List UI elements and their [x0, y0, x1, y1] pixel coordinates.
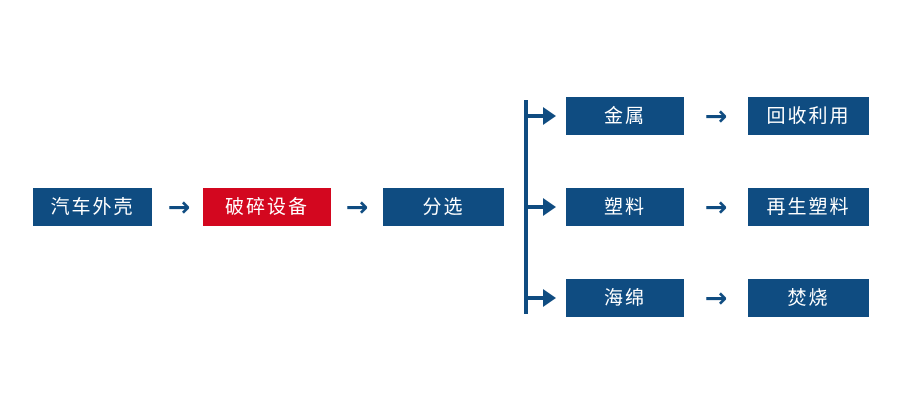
arrow-glyph: → — [345, 191, 369, 223]
node-incineration[interactable]: 焚烧 — [748, 279, 869, 317]
node-sorting[interactable]: 分选 — [383, 188, 504, 226]
arrow-sponge-to-incineration-icon: → — [703, 279, 729, 317]
arrow-glyph: → — [704, 191, 728, 223]
node-sponge[interactable]: 海绵 — [566, 279, 684, 317]
branch-arrow-plastic-icon — [543, 198, 556, 216]
node-sorting-label: 分选 — [422, 195, 465, 218]
node-regenerated-plastic-label: 再生塑料 — [766, 195, 851, 218]
arrow-glyph: → — [167, 191, 191, 223]
arrow-glyph: → — [704, 282, 728, 314]
node-recycle-label: 回收利用 — [766, 104, 851, 127]
node-sponge-label: 海绵 — [603, 286, 646, 309]
node-car-shell[interactable]: 汽车外壳 — [33, 188, 152, 226]
branch-stub-plastic — [524, 205, 546, 209]
node-car-shell-label: 汽车外壳 — [50, 195, 135, 218]
arrow-plastic-to-regenerated-icon: → — [703, 188, 729, 226]
node-incineration-label: 焚烧 — [787, 286, 830, 309]
arrow-metal-to-recycle-icon: → — [703, 97, 729, 135]
arrow-shell-to-crusher-icon: → — [166, 188, 192, 226]
branch-arrow-sponge-icon — [543, 289, 556, 307]
node-metal[interactable]: 金属 — [566, 97, 684, 135]
branch-stub-sponge — [524, 296, 546, 300]
arrow-glyph: → — [704, 100, 728, 132]
node-plastic[interactable]: 塑料 — [566, 188, 684, 226]
node-crusher-label: 破碎设备 — [224, 195, 309, 218]
node-recycle[interactable]: 回收利用 — [748, 97, 869, 135]
arrow-crusher-to-sorting-icon: → — [344, 188, 370, 226]
branch-stub-metal — [524, 114, 546, 118]
node-regenerated-plastic[interactable]: 再生塑料 — [748, 188, 869, 226]
node-metal-label: 金属 — [603, 104, 646, 127]
branch-arrow-metal-icon — [543, 107, 556, 125]
node-crusher[interactable]: 破碎设备 — [203, 188, 331, 226]
node-plastic-label: 塑料 — [603, 195, 646, 218]
